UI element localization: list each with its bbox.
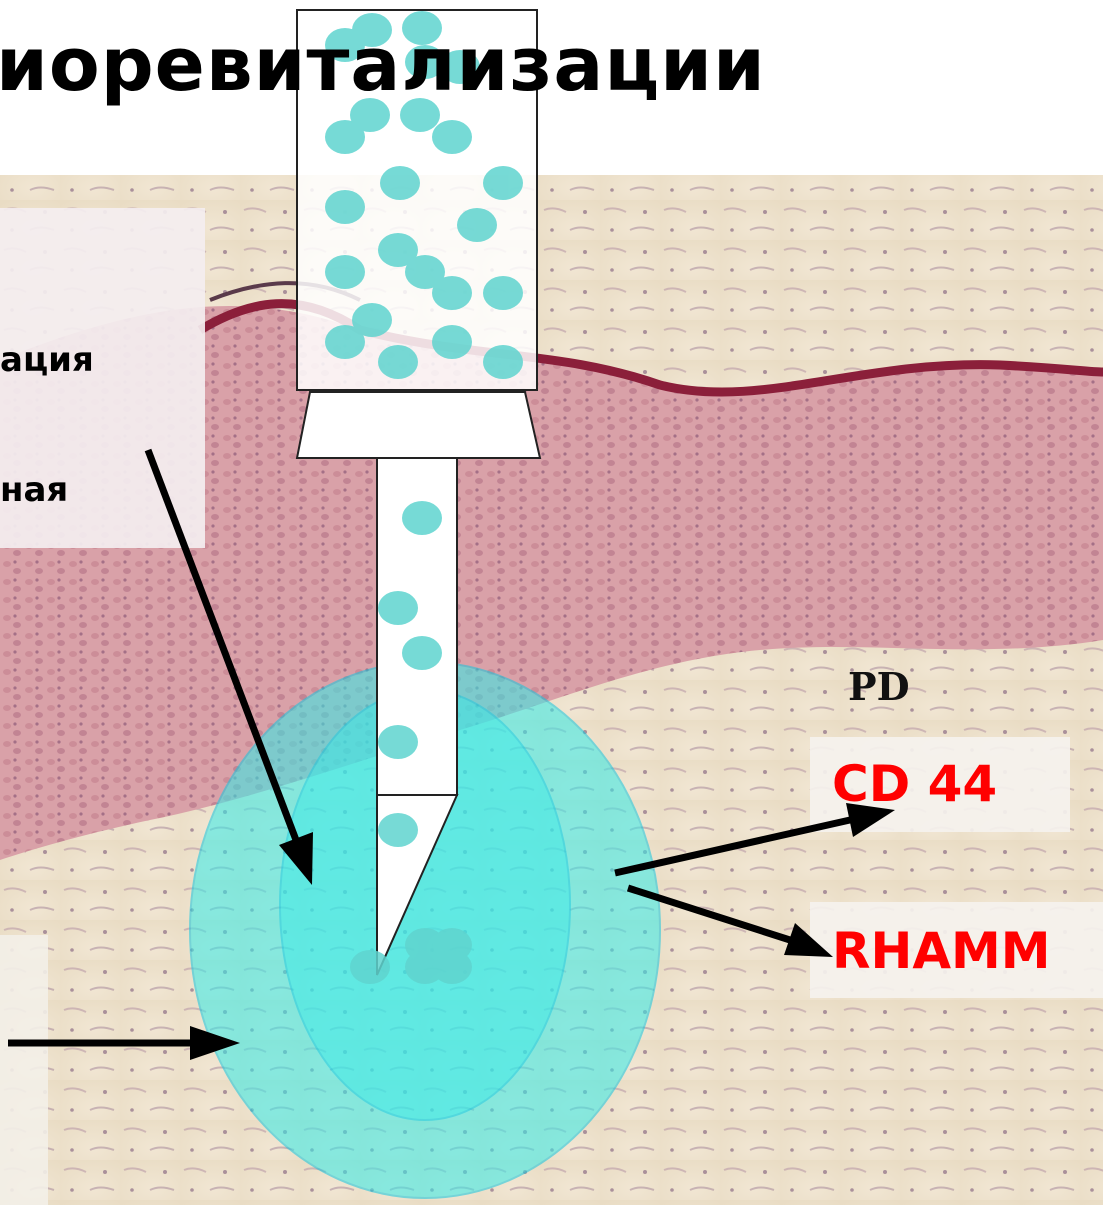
left-bottom-box [0,935,48,1205]
pd-label: PD [848,664,910,709]
left-label-line2: ная [0,470,68,510]
page-title: иоревитализации [0,22,766,108]
left-label-line1: ация [0,340,94,380]
rhamm-label: RHAMM [832,922,1051,980]
cd44-label: CD 44 [832,755,997,813]
